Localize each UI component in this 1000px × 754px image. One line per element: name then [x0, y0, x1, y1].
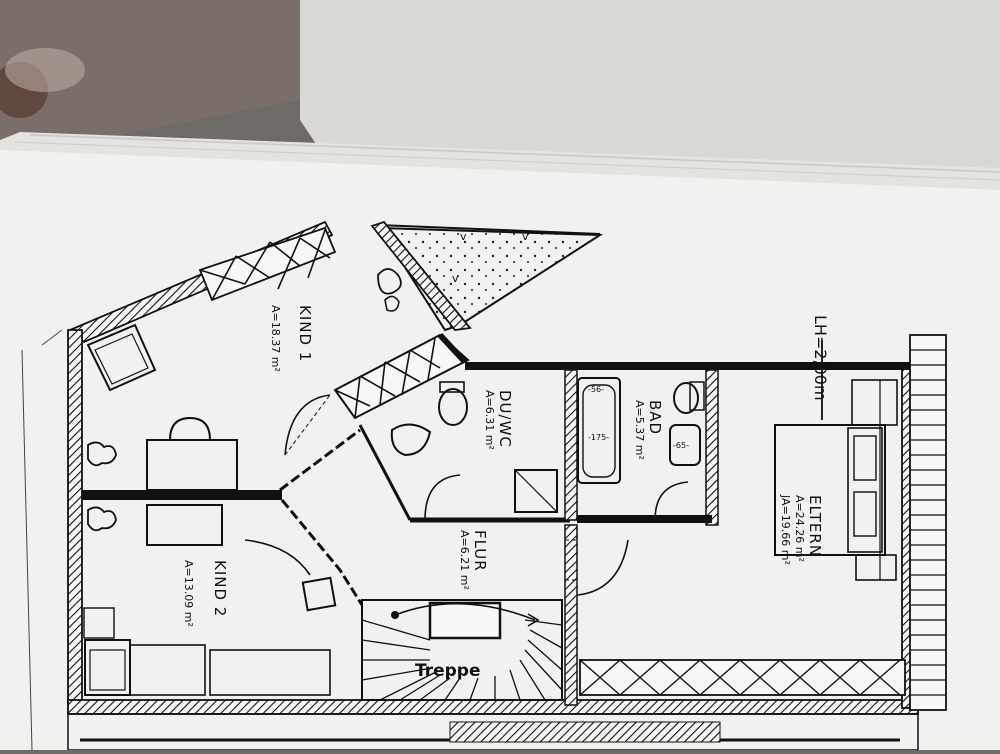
plant-icon: [87, 441, 117, 467]
bad-fixtures: -56- -175- -65-: [577, 377, 705, 484]
bathtub-icon: [577, 377, 621, 484]
wardrobe-cross-hatch: [579, 659, 906, 696]
staircase: Treppe: [361, 599, 563, 701]
roof-ladder: [909, 334, 947, 711]
wall-duwc-bad: [564, 369, 578, 521]
plant-icon: [377, 268, 402, 295]
svg-text:-175-: -175-: [588, 433, 609, 442]
room-area-kind2: A=13.09 m²: [182, 560, 195, 627]
plant-icon: [87, 506, 117, 532]
room-name-duwc: DU/WC: [496, 390, 514, 448]
wall-diagonal-inner: [370, 220, 472, 331]
paper-sheet: [0, 150, 1000, 750]
room-area-flur: A=6.21 m²: [458, 530, 471, 590]
room-area-bad: A=5.37 m²: [633, 400, 646, 460]
wall-kind1-kind2: [82, 490, 282, 500]
room-name-eltern: ELTERN: [806, 495, 824, 557]
room-area-kind1: A=18.37 m²: [269, 305, 282, 372]
shadow-area: [0, 0, 300, 160]
room-area-eltern: A=24.26 m²: [793, 495, 806, 562]
fabric-blur: [5, 48, 85, 92]
shaft-cross-hatch: [333, 333, 470, 420]
room-name-kind2: KIND 2: [211, 560, 229, 617]
wall-left: [67, 329, 83, 706]
wall-bad-eltern: [705, 369, 719, 526]
floor-plan: v v v: [67, 220, 947, 751]
duwc-fixtures: [390, 381, 558, 513]
kind1-furniture: [86, 323, 238, 491]
shower-tray: [514, 469, 558, 513]
plant-icon: [384, 295, 400, 312]
wall-top: [465, 362, 915, 370]
wall-flur-eltern: [564, 524, 578, 706]
eltern-bed: [774, 379, 898, 581]
sink-icon: [390, 423, 432, 457]
toilet-icon: [673, 382, 699, 414]
room-area-duwc: A=6.31 m²: [483, 390, 496, 450]
svg-text:v: v: [460, 230, 467, 243]
svg-text:v: v: [522, 230, 529, 243]
room-name-flur: FLUR: [471, 530, 489, 572]
stairs-label: Treppe: [415, 661, 481, 681]
room-name-bad: BAD: [646, 400, 664, 435]
toilet-icon: [438, 388, 468, 426]
svg-text:-56-: -56-: [588, 385, 604, 394]
svg-text:v: v: [452, 272, 459, 285]
room-area-eltern-2: JA=19.66 m²: [779, 494, 792, 565]
basin-icon: [669, 424, 701, 466]
wall-bottom: [67, 699, 919, 715]
roof-slope-cross-hatch: [198, 226, 337, 302]
ceiling-height-note: LH=2,00m: [811, 315, 830, 401]
room-name-kind1: KIND 1: [296, 305, 314, 362]
kind2-furniture: [83, 504, 337, 696]
svg-text:-65-: -65-: [673, 441, 689, 450]
